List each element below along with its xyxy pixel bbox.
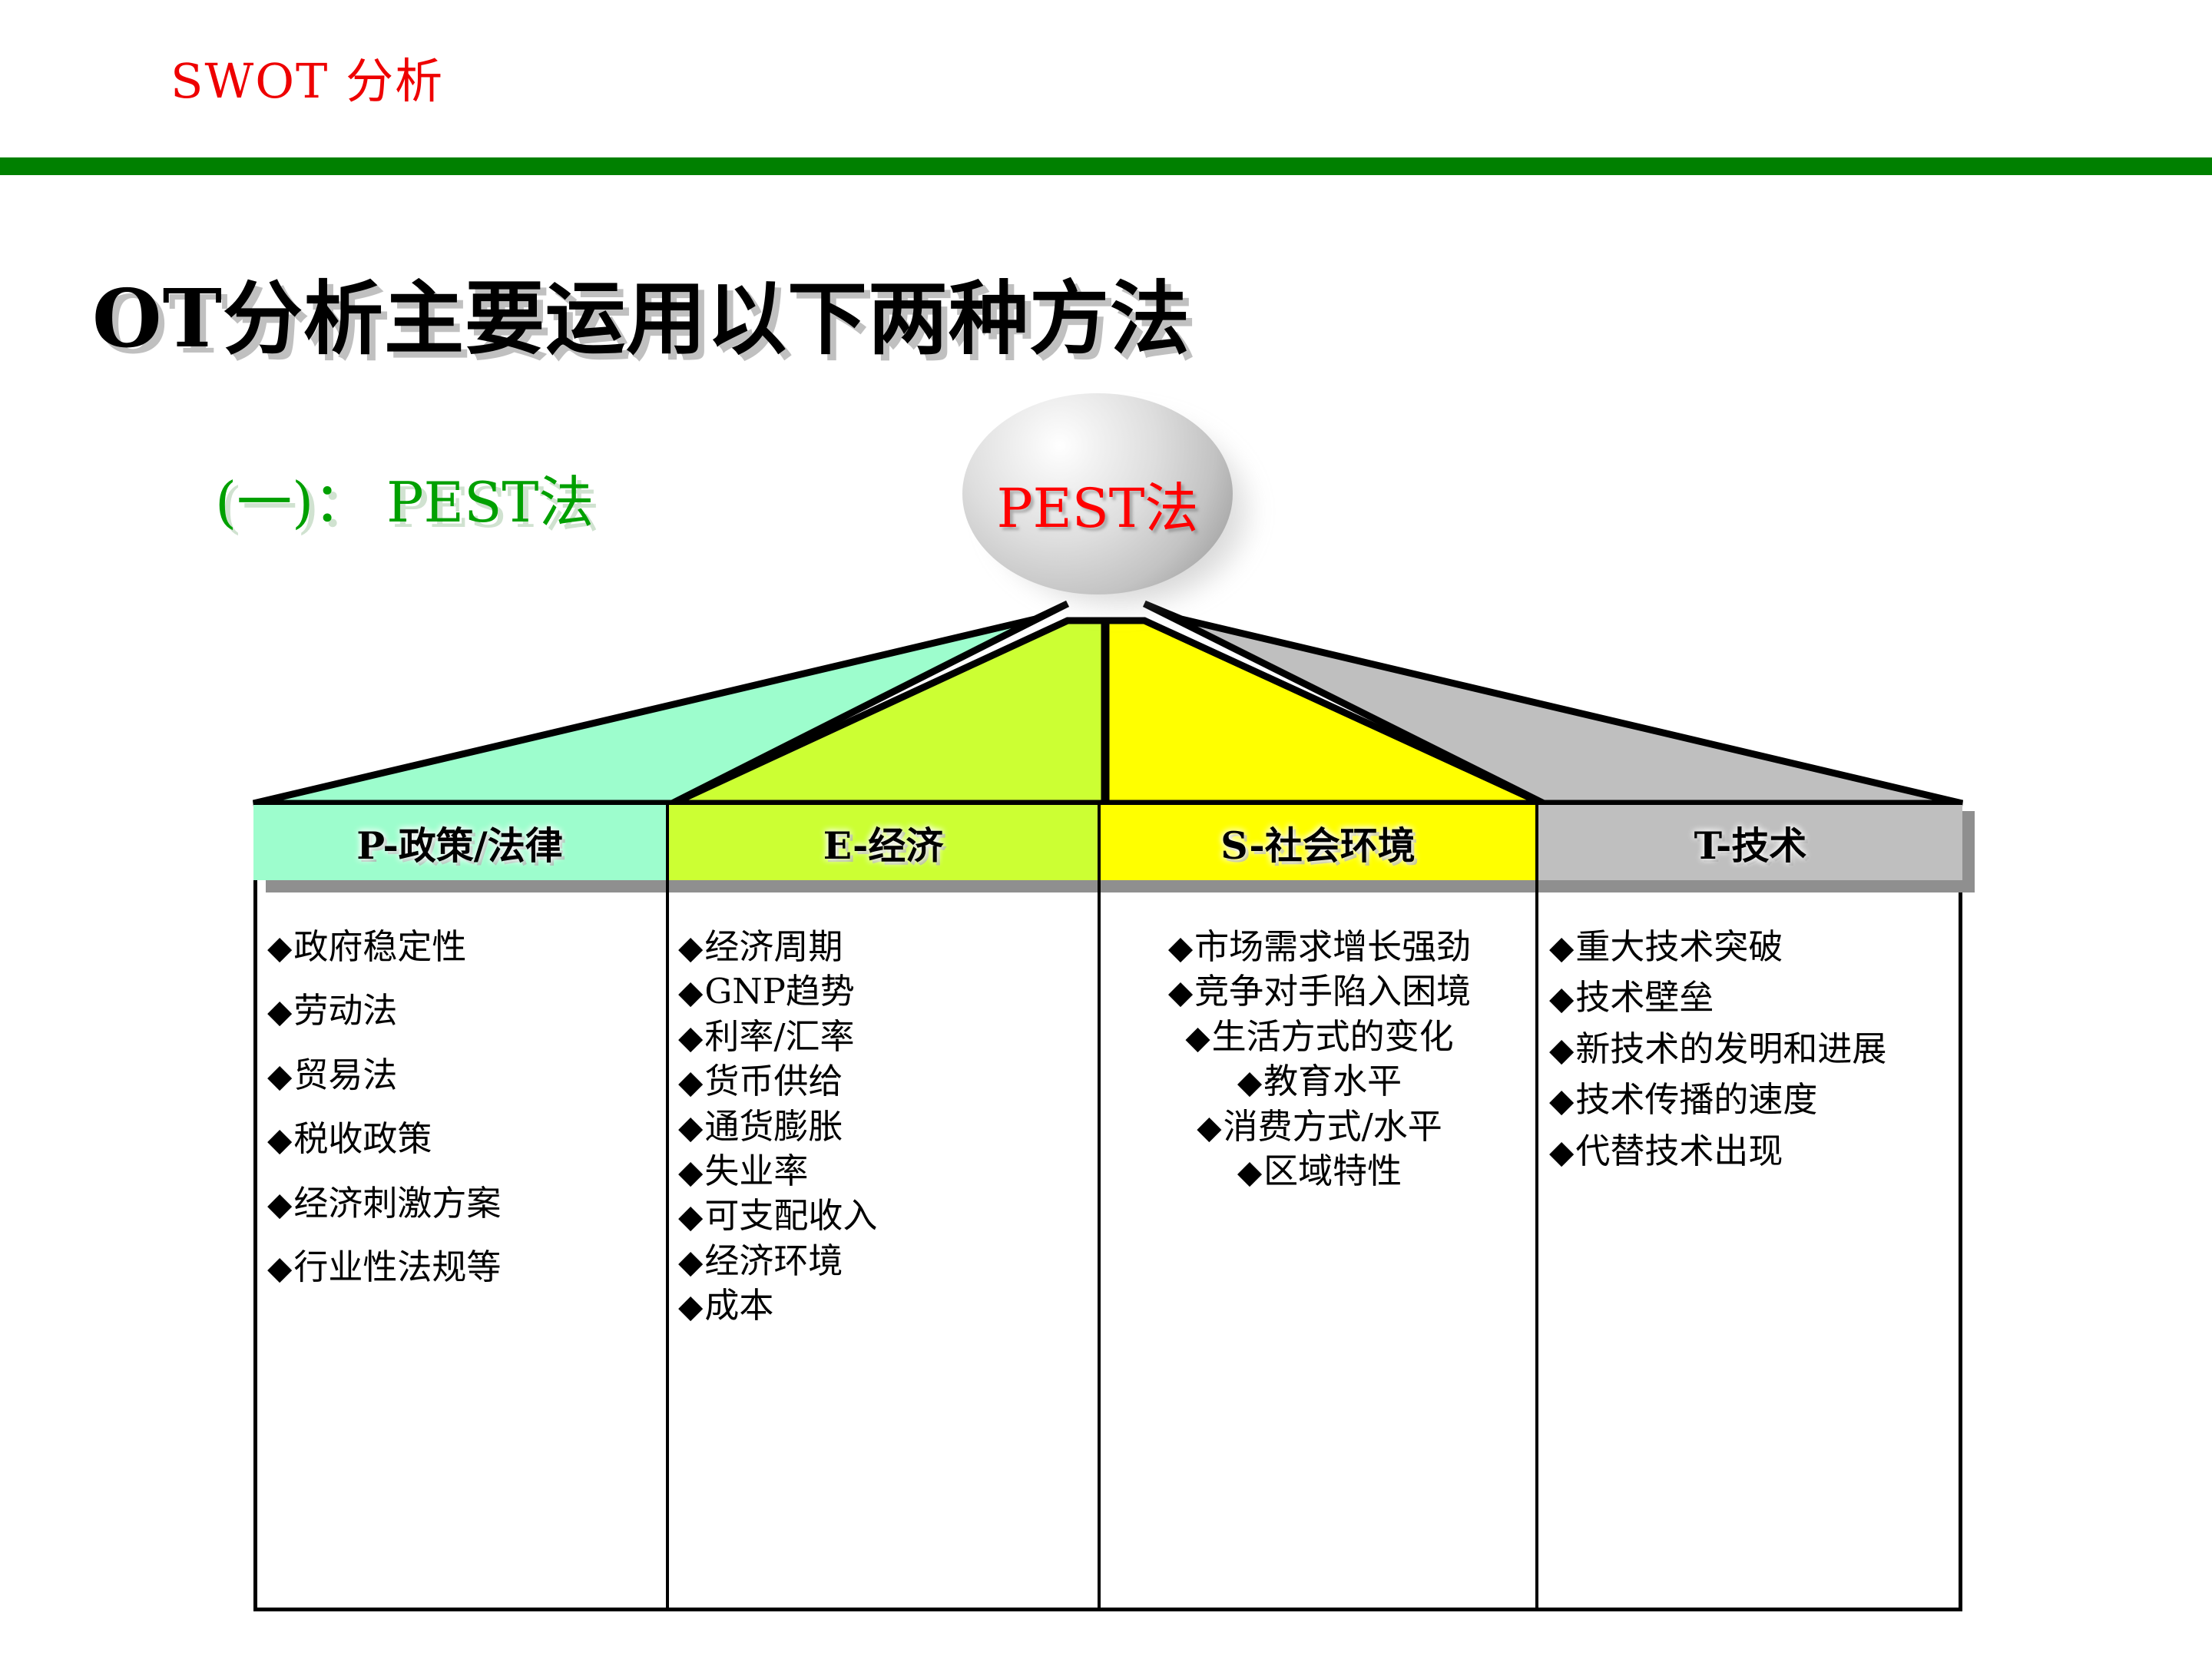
sphere-label: PEST法 xyxy=(996,477,1199,540)
list-item: 可支配收入 xyxy=(677,1196,1090,1235)
sphere-body xyxy=(962,393,1233,594)
list-item: 重大技术突破 xyxy=(1546,927,1955,966)
pest-sphere: PEST法 xyxy=(956,392,1263,614)
page-title: OT分析主要运用以下两种方法 xyxy=(92,271,1190,366)
list-item: 生活方式的变化 xyxy=(1108,1017,1528,1056)
roof-panel-policy xyxy=(252,600,1070,807)
list-item: 劳动法 xyxy=(261,991,658,1030)
column-header-technology: T-技术 xyxy=(1538,801,1962,880)
bullet-list-society: 市场需求增长强劲竞争对手陷入困境生活方式的变化教育水平消费方式/水平区域特性 xyxy=(1108,927,1528,1190)
column-cell-economy: 经济周期 GNP趋势利率/汇率货币供给通货膨胀失业率可支配收入经济环境成本 xyxy=(669,880,1101,1611)
header-divider-rule xyxy=(0,157,2212,175)
list-item: 经济环境 xyxy=(677,1241,1090,1280)
list-item: 市场需求增长强劲 xyxy=(1108,927,1528,966)
section-subtitle: (一)： PEST法 xyxy=(215,470,594,535)
list-item: 贸易法 xyxy=(261,1055,658,1094)
pest-table-body-row: 政府稳定性劳动法贸易法税收政策经济刺激方案行业性法规等 经济周期 GNP趋势利率/… xyxy=(253,880,1962,1611)
list-item: 利率/汇率 xyxy=(677,1017,1090,1056)
column-header-society: S-社会环境 xyxy=(1101,801,1538,880)
list-item: 技术壁垒 xyxy=(1546,978,1955,1017)
list-item: 行业性法规等 xyxy=(261,1247,658,1286)
list-item: 区域特性 xyxy=(1108,1151,1528,1190)
roof-panel-technology xyxy=(1142,600,1964,807)
bullet-list-economy: 经济周期 GNP趋势利率/汇率货币供给通货膨胀失业率可支配收入经济环境成本 xyxy=(677,927,1090,1326)
roof-panel-economy xyxy=(671,617,1108,807)
slide-kicker: SWOT 分析 xyxy=(171,53,445,109)
column-cell-society: 市场需求增长强劲竞争对手陷入困境生活方式的变化教育水平消费方式/水平区域特性 xyxy=(1101,880,1538,1611)
roof-panel-society xyxy=(1102,617,1544,807)
header-row-shadow-right xyxy=(1962,811,1975,892)
column-header-policy: P-政策/法律 xyxy=(253,801,669,880)
list-item: 经济刺激方案 xyxy=(261,1184,658,1223)
list-item: GNP趋势 xyxy=(677,972,1090,1011)
header-row-shadow-bottom xyxy=(266,880,1975,892)
list-item: 货币供给 xyxy=(677,1061,1090,1101)
column-cell-technology: 重大技术突破技术壁垒新技术的发明和进展技术传播的速度代替技术出现 xyxy=(1538,880,1962,1611)
list-item: 技术传播的速度 xyxy=(1546,1080,1955,1119)
list-item: 成本 xyxy=(677,1286,1090,1325)
column-cell-policy: 政府稳定性劳动法贸易法税收政策经济刺激方案行业性法规等 xyxy=(253,880,669,1611)
list-item: 经济周期 xyxy=(677,927,1090,966)
list-item: 竞争对手陷入困境 xyxy=(1108,972,1528,1011)
pest-table-header-row: P-政策/法律 E-经济 S-社会环境 T-技术 xyxy=(253,801,1962,880)
list-item: 代替技术出现 xyxy=(1546,1131,1955,1171)
column-header-economy: E-经济 xyxy=(669,801,1101,880)
list-item: 政府稳定性 xyxy=(261,927,658,966)
list-item: 失业率 xyxy=(677,1151,1090,1190)
bullet-list-technology: 重大技术突破技术壁垒新技术的发明和进展技术传播的速度代替技术出现 xyxy=(1546,927,1955,1171)
list-item: 税收政策 xyxy=(261,1119,658,1158)
list-item: 消费方式/水平 xyxy=(1108,1107,1528,1146)
list-item: 教育水平 xyxy=(1108,1061,1528,1101)
bullet-list-policy: 政府稳定性劳动法贸易法税收政策经济刺激方案行业性法规等 xyxy=(261,927,658,1286)
list-item: 通货膨胀 xyxy=(677,1107,1090,1146)
list-item: 新技术的发明和进展 xyxy=(1546,1029,1955,1068)
